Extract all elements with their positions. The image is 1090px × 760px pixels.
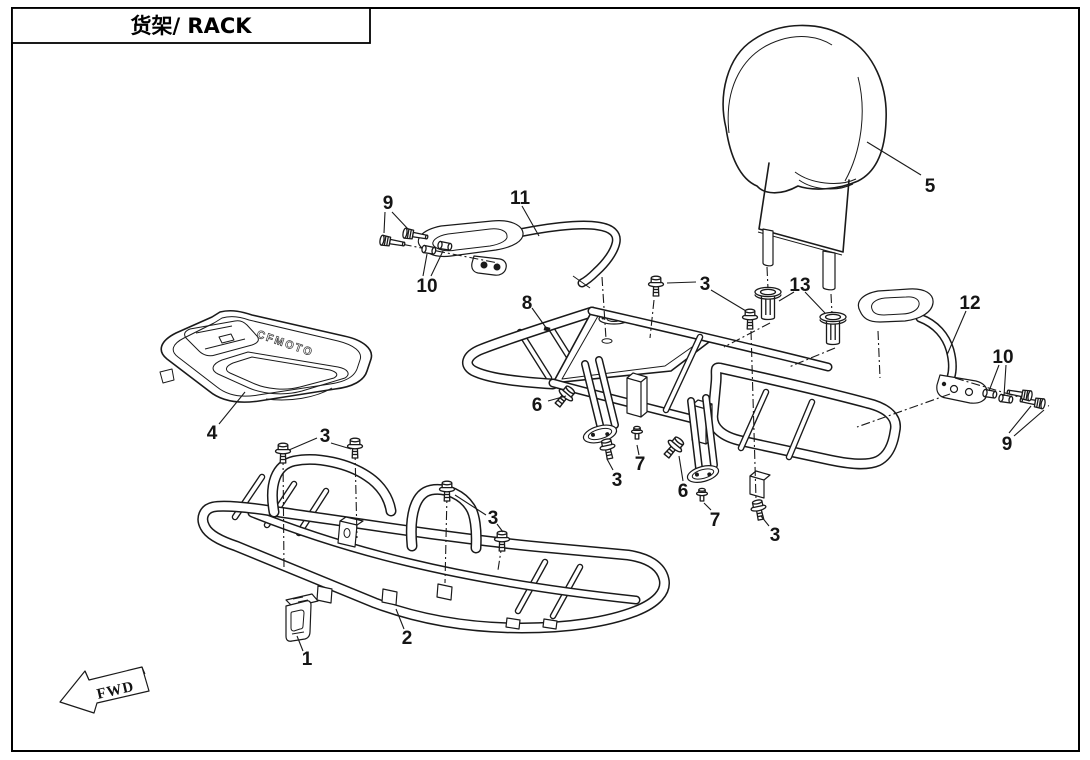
- part-front-rack: [197, 453, 670, 634]
- callouts: 1 2 3 3 3 3 3 4 5 6 6 7 7 8 9 9 10 10 11…: [207, 141, 1045, 670]
- callout-9: 9: [1002, 434, 1013, 455]
- callout-1: 1: [302, 649, 313, 670]
- fwd-direction-arrow: FWD: [59, 666, 150, 714]
- callout-11: 11: [510, 188, 531, 209]
- callout-6: 6: [678, 481, 689, 502]
- part-backrest: [722, 24, 887, 291]
- backrest-posts: [762, 228, 836, 291]
- rail-bolt-hole: [493, 263, 501, 271]
- callout-12: 12: [959, 293, 980, 314]
- callout-7: 7: [710, 510, 721, 531]
- part-right-rail: [857, 288, 988, 404]
- callout-13: 13: [789, 275, 810, 296]
- callout-4: 4: [207, 423, 218, 444]
- title-box: [11, 7, 371, 44]
- callout-9: 9: [383, 193, 394, 214]
- rail-bolt-hole: [480, 261, 488, 269]
- part-bracket: [285, 593, 319, 642]
- callout-10: 10: [992, 347, 1013, 368]
- part-rack-cover: CFMOTO: [159, 309, 373, 403]
- page-title: 货架/ RACK: [130, 14, 252, 38]
- callout-5: 5: [925, 176, 936, 197]
- callout-2: 2: [402, 628, 413, 649]
- rail-bolt-hole: [964, 387, 974, 397]
- callout-6: 6: [532, 395, 543, 416]
- front-rack-hoops: [266, 453, 482, 554]
- callout-8: 8: [522, 293, 533, 314]
- rail-bolt-hole: [949, 384, 959, 394]
- callout-3: 3: [770, 525, 781, 546]
- callout-3: 3: [700, 274, 711, 295]
- callout-10: 10: [416, 276, 437, 297]
- callout-7: 7: [635, 454, 646, 475]
- callout-3: 3: [320, 426, 331, 447]
- part-rear-rack: [462, 306, 901, 499]
- callout-3: 3: [488, 508, 499, 529]
- callout-3: 3: [612, 470, 623, 491]
- page-frame: [11, 7, 1080, 752]
- title-block: 货架/ RACK: [11, 7, 371, 44]
